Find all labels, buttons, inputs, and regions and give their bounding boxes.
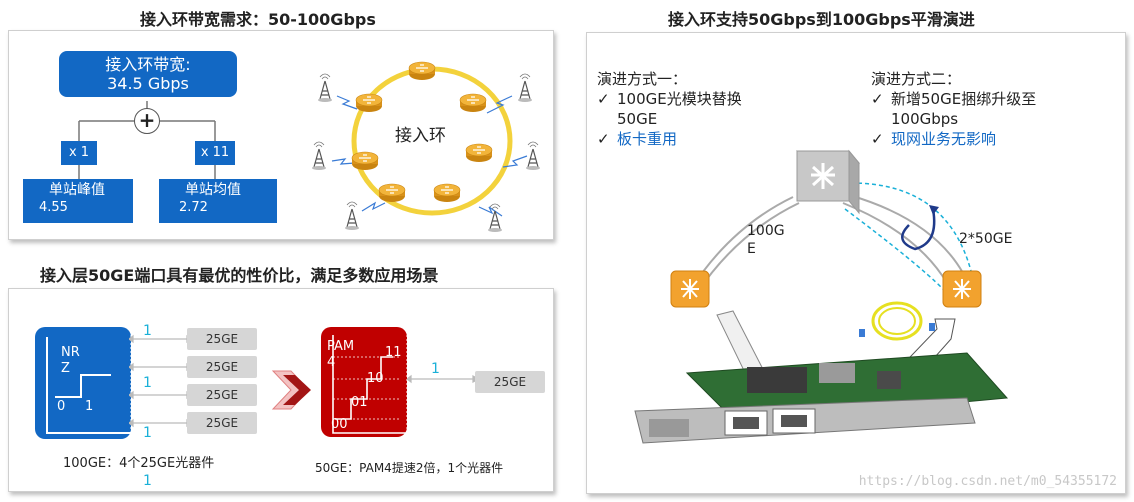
method-one-heading: 演进方式一： [597, 69, 797, 89]
line-card-icon [635, 353, 1007, 443]
access-ring-diagram: 接入环 [297, 41, 547, 236]
port-title: 接入层50GE端口具有最优的性价比，满足多数应用场景 [40, 262, 438, 286]
router-node-icon [379, 184, 405, 202]
watermark: https://blog.csdn.net/m0_54355172 [859, 474, 1117, 489]
bandwidth-panel: 接入环带宽: 34.5 Gbps + x 1 x 11 单站峰值 4.55 单站… [8, 30, 554, 240]
router-node-icon [409, 62, 435, 80]
ring-bandwidth-box: 接入环带宽: 34.5 Gbps [59, 51, 237, 97]
antenna-tower-icon [345, 202, 359, 230]
avg-value: 2.72 [179, 199, 277, 217]
topology-diagram: 100G E 2*50GE [587, 123, 1127, 495]
switch-icon [797, 151, 859, 213]
nrz-bit0: 0 [57, 399, 65, 414]
nrz-lane-arrows [129, 329, 193, 439]
nrz-lane-num-1: 1 [143, 323, 152, 339]
ring-bandwidth-value: 34.5 Gbps [59, 74, 237, 93]
peak-label: 单站峰值 [39, 181, 133, 199]
caption-100ge-num: 1 [143, 473, 152, 489]
pam4-digit: 4 [327, 355, 335, 370]
ring-bandwidth-label: 接入环带宽: [59, 55, 237, 74]
evolution-title: 接入环支持50Gbps到100Gbps平滑演进 [668, 6, 975, 30]
router-node-icon [460, 94, 486, 112]
pam4-level-11: 11 [385, 345, 402, 360]
pam4-lane-num: 1 [431, 361, 440, 377]
router-node-icon [356, 94, 382, 112]
caption-100ge: 100GE：4个25GE光器件 [63, 455, 233, 472]
router-node-icon [466, 144, 492, 162]
nrz-lane-tag-2: 25GE [187, 356, 257, 378]
link-100ge-label: 100G E [747, 223, 789, 257]
peak-value: 4.55 [39, 199, 133, 217]
antenna-tower-icon [526, 142, 540, 170]
port-panel: NR Z 0 1 1 1 1 25GE 25GE 25GE 25GE PAM 4… [8, 288, 554, 492]
nrz-lane-tag-3: 25GE [187, 384, 257, 406]
link-100ge-line1: 100G [747, 223, 785, 239]
arrow-right-icon [269, 367, 319, 413]
avg-multiplier: x 11 [195, 141, 235, 165]
ring-label: 接入环 [395, 126, 446, 146]
router-node-icon [671, 271, 709, 307]
nrz-line2: Z [61, 361, 80, 377]
optical-fiber-icon [859, 303, 935, 339]
nrz-line1: NR [61, 345, 80, 361]
pam4-label: PAM [327, 339, 354, 354]
pam4-level-10: 10 [367, 371, 384, 386]
evolution-panel: 演进方式一： ✓ 100GE光模块替换50GE ✓ 板卡重用 演进方式二： ✓ … [586, 32, 1126, 494]
pam4-lane-tag: 25GE [475, 371, 545, 393]
plus-circle: + [134, 108, 160, 134]
nrz-bit1: 1 [85, 399, 93, 414]
caption-50ge: 50GE：PAM4提速2倍，1个光器件 [315, 459, 503, 476]
pam4-lane-arrow [407, 369, 479, 389]
bandwidth-title: 接入环带宽需求：50-100Gbps [140, 6, 376, 30]
router-node-icon [434, 184, 460, 202]
peak-multiplier: x 1 [61, 141, 97, 165]
peak-box: 单站峰值 4.55 [23, 179, 133, 223]
pam4-level-00: 00 [331, 417, 348, 432]
link-2x50ge-label: 2*50GE [959, 231, 1012, 247]
link-100ge-line2: E [747, 241, 756, 257]
antenna-tower-icon [318, 74, 332, 102]
pam4-level-01: 01 [351, 395, 368, 410]
router-node-icon [943, 271, 981, 307]
router-node-icon [352, 152, 378, 170]
avg-label: 单站均值 [179, 181, 277, 199]
nrz-label: NR Z [61, 345, 80, 377]
nrz-lane-num-4: 1 [143, 425, 152, 441]
method-two-heading: 演进方式二： [871, 69, 1091, 89]
nrz-lane-tag-1: 25GE [187, 328, 257, 350]
avg-box: 单站均值 2.72 [159, 179, 277, 223]
nrz-lane-tag-4: 25GE [187, 412, 257, 434]
antenna-tower-icon [312, 142, 326, 170]
nrz-lane-num-3: 1 [143, 375, 152, 391]
antenna-tower-icon [518, 74, 532, 102]
